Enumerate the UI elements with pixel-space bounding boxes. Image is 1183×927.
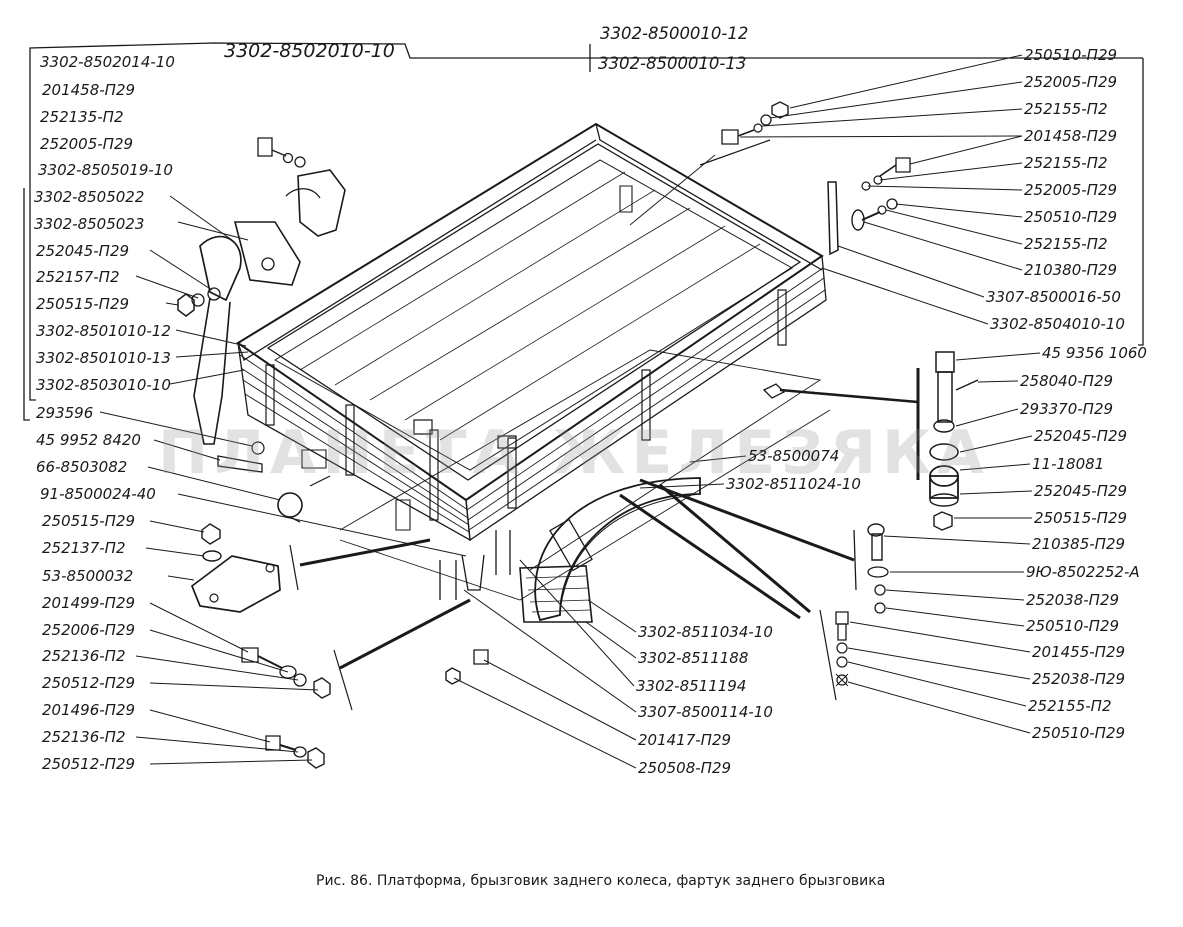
label-r20: 9Ю-8502252-А bbox=[1026, 563, 1140, 581]
label-l24: 250512-П29 bbox=[42, 674, 136, 692]
right-upper-hardware bbox=[700, 102, 910, 254]
label-b4: 3307-8500114-10 bbox=[638, 703, 773, 721]
label-r6: 252005-П29 bbox=[1024, 181, 1118, 199]
label-r16: 11-18081 bbox=[1032, 455, 1105, 473]
label-r21: 252038-П29 bbox=[1026, 591, 1120, 609]
label-r12: 45 9356 1060 bbox=[1042, 344, 1147, 362]
label-b1: 3302-8511034-10 bbox=[638, 623, 773, 641]
label-l3: 252135-П2 bbox=[40, 108, 124, 126]
label-l19: 252137-П2 bbox=[42, 539, 126, 557]
label-r9: 210380-П29 bbox=[1024, 261, 1118, 279]
right-lower-hardware bbox=[620, 480, 888, 700]
label-l27: 250512-П29 bbox=[42, 755, 136, 773]
label-r23: 201455-П29 bbox=[1032, 643, 1126, 661]
label-l10: 250515-П29 bbox=[36, 295, 130, 313]
label-r5: 252155-П2 bbox=[1024, 154, 1108, 172]
label-r18: 250515-П29 bbox=[1034, 509, 1128, 527]
watermark: ПЛАНЕТА ЖЕЛЕЗЯКА bbox=[158, 418, 990, 488]
label-l11: 3302-8501010-12 bbox=[36, 322, 171, 340]
label-l12: 3302-8501010-13 bbox=[36, 349, 171, 367]
label-l23: 252136-П2 bbox=[42, 647, 126, 665]
label-top-center-2: 3302-8500010-13 bbox=[598, 54, 747, 73]
label-r7: 250510-П29 bbox=[1024, 208, 1118, 226]
label-l4: 252005-П29 bbox=[40, 135, 134, 153]
label-l6: 3302-8505022 bbox=[34, 188, 145, 206]
label-top-left-box: 3302-8502010-10 bbox=[224, 40, 395, 62]
label-l5: 3302-8505019-10 bbox=[38, 161, 173, 179]
label-l2: 201458-П29 bbox=[42, 81, 136, 99]
label-r11: 3302-8504010-10 bbox=[990, 315, 1125, 333]
label-r19: 210385-П29 bbox=[1032, 535, 1126, 553]
label-b5: 201417-П29 bbox=[638, 731, 732, 749]
leader-lines bbox=[100, 55, 1040, 768]
label-r22: 250510-П29 bbox=[1026, 617, 1120, 635]
label-r14: 293370-П29 bbox=[1020, 400, 1114, 418]
label-r15: 252045-П29 bbox=[1034, 427, 1128, 445]
label-b6: 250508-П29 bbox=[638, 759, 732, 777]
label-l13: 3302-8503010-10 bbox=[36, 376, 171, 394]
label-r8: 252155-П2 bbox=[1024, 235, 1108, 253]
label-r26: 250510-П29 bbox=[1032, 724, 1126, 742]
label-l7: 3302-8505023 bbox=[34, 215, 145, 233]
label-r25: 252155-П2 bbox=[1028, 697, 1112, 715]
label-l1: 3302-8502014-10 bbox=[40, 53, 175, 71]
label-l8: 252045-П29 bbox=[36, 242, 130, 260]
label-m1: 53-8500074 bbox=[748, 447, 840, 465]
label-r2: 252005-П29 bbox=[1024, 73, 1118, 91]
label-r1: 250510-П29 bbox=[1024, 46, 1118, 64]
label-l25: 201496-П29 bbox=[42, 701, 136, 719]
label-r10: 3307-8500016-50 bbox=[986, 288, 1121, 306]
label-l26: 252136-П2 bbox=[42, 728, 126, 746]
label-l16: 66-8503082 bbox=[36, 458, 128, 476]
label-l20: 53-8500032 bbox=[42, 567, 134, 585]
label-l14: 293596 bbox=[36, 404, 94, 422]
label-l17: 91-8500024-40 bbox=[40, 485, 156, 503]
label-m2: 3302-8511024-10 bbox=[726, 475, 861, 493]
label-r13: 258040-П29 bbox=[1020, 372, 1114, 390]
label-r4: 201458-П29 bbox=[1024, 127, 1118, 145]
fender-assembly bbox=[520, 478, 700, 622]
figure-caption: Рис. 86. Платформа, брызговик заднего ко… bbox=[316, 873, 886, 889]
label-l9: 252157-П2 bbox=[36, 268, 120, 286]
label-r24: 252038-П29 bbox=[1032, 670, 1126, 688]
label-l18: 250515-П29 bbox=[42, 512, 136, 530]
left-lower-hardware bbox=[192, 524, 510, 768]
label-l21: 201499-П29 bbox=[42, 594, 136, 612]
label-l15: 45 9952 8420 bbox=[36, 431, 141, 449]
right-mid-hardware bbox=[764, 352, 978, 530]
label-r3: 252155-П2 bbox=[1024, 100, 1108, 118]
label-b2: 3302-8511188 bbox=[638, 649, 749, 667]
cargo-platform bbox=[238, 124, 830, 600]
label-r17: 252045-П29 bbox=[1034, 482, 1128, 500]
label-b3: 3302-8511194 bbox=[636, 677, 747, 695]
top-bracket-lines bbox=[24, 43, 1143, 420]
label-l22: 252006-П29 bbox=[42, 621, 136, 639]
label-top-center-1: 3302-8500010-12 bbox=[600, 24, 749, 43]
